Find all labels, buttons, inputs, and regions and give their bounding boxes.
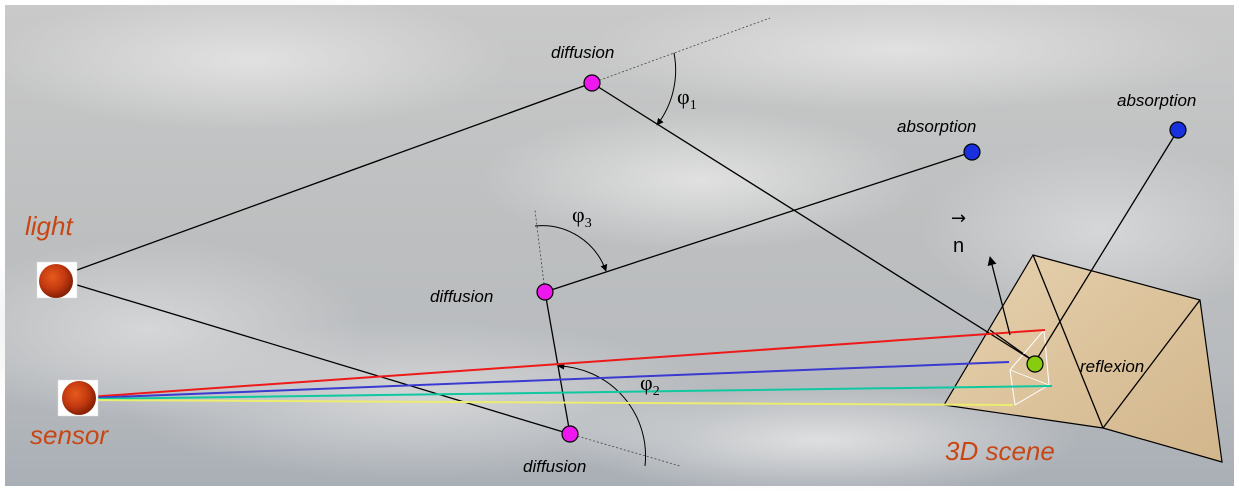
diffusion-label-mid: diffusion bbox=[430, 287, 493, 306]
diffusion-point-bottom bbox=[561, 425, 579, 443]
reflexion-label: reflexion bbox=[1080, 357, 1144, 376]
diffusion-label-bottom: diffusion bbox=[523, 457, 586, 476]
sun-icon bbox=[39, 264, 73, 298]
absorption-label-right: absorption bbox=[1117, 91, 1196, 110]
scene-block bbox=[943, 254, 1223, 463]
sun-icon bbox=[62, 381, 96, 415]
sensor-source bbox=[57, 379, 99, 417]
sensor-label: sensor bbox=[30, 420, 109, 450]
phi3-label: φ3 bbox=[572, 202, 592, 231]
absorption-point-right bbox=[1169, 121, 1187, 139]
absorption-label-mid: absorption bbox=[897, 117, 976, 136]
scene-label: 3D scene bbox=[945, 436, 1055, 466]
normal-vector-arrow: → bbox=[951, 208, 966, 229]
normal-label: n bbox=[953, 235, 964, 257]
angle-reference-lines bbox=[534, 17, 771, 467]
normal-arrow bbox=[987, 256, 1011, 336]
light-source bbox=[36, 261, 78, 299]
angle-arcs bbox=[534, 52, 677, 467]
light-label: light bbox=[25, 211, 74, 241]
diffusion-point-top bbox=[583, 74, 601, 92]
absorption-point-mid bbox=[963, 143, 981, 161]
interaction-points bbox=[536, 74, 1187, 443]
color-rays bbox=[87, 329, 1053, 406]
ray-paths bbox=[76, 82, 1179, 435]
phi1-label: φ1 bbox=[677, 84, 697, 113]
reflexion-point bbox=[1026, 355, 1044, 373]
phi2-label: φ2 bbox=[640, 370, 660, 399]
diffusion-label-top: diffusion bbox=[551, 43, 614, 62]
diffusion-point-mid bbox=[536, 283, 554, 301]
